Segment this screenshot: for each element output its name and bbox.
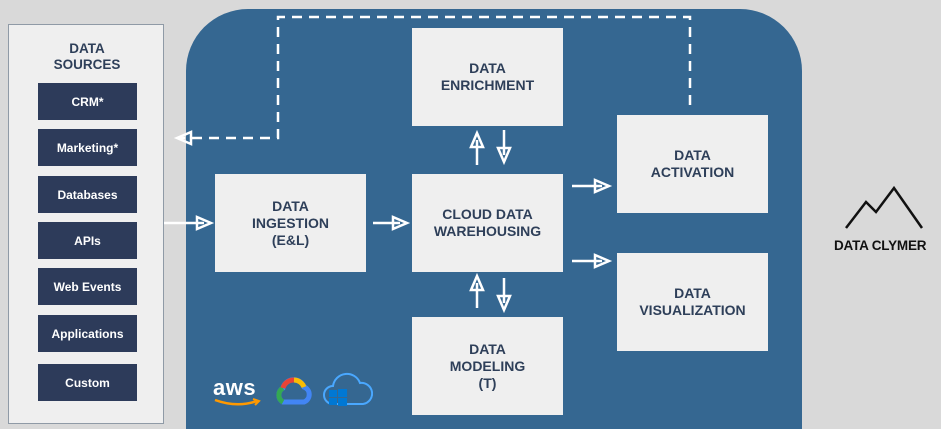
stage-data-modeling: DATA MODELING (T) [412, 317, 563, 415]
azure-cloud-icon [323, 372, 373, 406]
mountain-peaks-icon [845, 185, 924, 229]
stage-data-enrichment-label: DATA ENRICHMENT [440, 60, 535, 93]
stage-data-visualization-label: DATA VISUALIZATION [639, 285, 746, 318]
source-apis: APIs [38, 222, 137, 259]
aws-logo-text: aws [213, 375, 257, 400]
stage-data-activation: DATA ACTIVATION [617, 115, 768, 213]
arrowhead-activation [593, 178, 613, 194]
arrowhead-ingestion-warehousing [391, 215, 411, 231]
source-applications: Applications [38, 315, 137, 352]
source-databases: Databases [38, 176, 137, 213]
source-crm: CRM* [38, 83, 137, 120]
arrowhead-to-modeling [496, 294, 512, 314]
stage-cloud-data-warehousing-label: CLOUD DATA WAREHOUSING [433, 206, 542, 239]
stage-data-ingestion: DATA INGESTION (E&L) [215, 174, 366, 272]
brand-name: DATA CLYMER [834, 238, 927, 253]
stage-data-activation-label: DATA ACTIVATION [650, 147, 735, 180]
arrowhead-visualization [593, 253, 613, 269]
source-custom: Custom [38, 364, 137, 401]
arrowhead-to-enrichment [469, 129, 485, 149]
aws-smile-icon [214, 398, 261, 406]
source-marketing: Marketing* [38, 129, 137, 166]
arrowhead-from-enrichment [496, 146, 512, 166]
stage-data-enrichment: DATA ENRICHMENT [412, 28, 563, 126]
stage-data-modeling-label: DATA MODELING (T) [449, 340, 526, 391]
arrowhead-sources-ingestion [195, 215, 215, 231]
stage-data-visualization: DATA VISUALIZATION [617, 253, 768, 351]
source-web-events: Web Events [38, 268, 137, 305]
arrowhead-to-warehousing [469, 272, 485, 292]
stage-data-ingestion-label: DATA INGESTION (E&L) [251, 197, 329, 248]
data-sources-panel: DATA SOURCES CRM* Marketing* Databases A… [8, 24, 164, 424]
google-cloud-icon [276, 377, 312, 405]
stage-cloud-data-warehousing: CLOUD DATA WAREHOUSING [412, 174, 563, 272]
aws-logo: aws [213, 375, 256, 401]
data-sources-title: DATA SOURCES [53, 41, 121, 72]
feedback-dashed-line [178, 15, 692, 140]
arrowhead-feedback [173, 130, 193, 146]
